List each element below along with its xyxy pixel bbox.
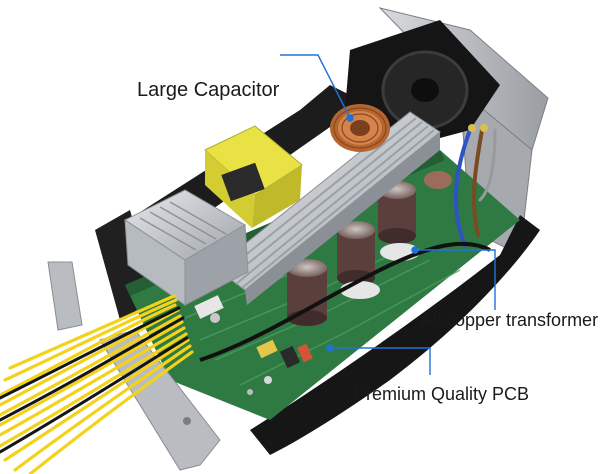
callout-lines	[280, 54, 496, 375]
capacitor-2	[337, 221, 375, 286]
callout-premium-pcb: Premium Quality PCB	[354, 384, 530, 404]
cooling-fan	[345, 20, 500, 150]
callout-large-capacitor: Large Capacitor	[137, 79, 280, 101]
main-heatsink	[214, 111, 441, 305]
copper-coil	[330, 104, 390, 152]
transformer	[204, 125, 303, 228]
ac-input-wires	[453, 124, 497, 247]
callout-line-pcb	[330, 347, 431, 375]
black-cable-bundle	[0, 306, 189, 454]
chassis-bracket	[47, 261, 221, 471]
yellow-cable-bundle	[0, 294, 194, 474]
callout-copper-transformer: All copper transformer	[421, 310, 599, 330]
callout-line-transformer	[415, 249, 496, 310]
secondary-heatsink	[124, 189, 249, 306]
bottom-cover-sheet	[250, 215, 540, 455]
internal-cable	[199, 241, 491, 362]
callout-line-capacitor	[280, 54, 351, 119]
